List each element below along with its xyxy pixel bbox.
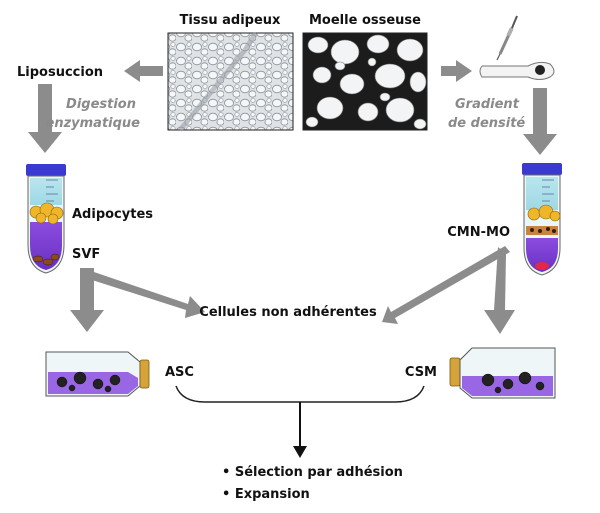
label-asc: ASC [165, 365, 194, 380]
arrow-cmnmo-to-nonadherent [382, 246, 510, 324]
tube-bone-marrow [522, 163, 562, 276]
label-gradient: Gradient [455, 97, 520, 112]
label-adipocytes: Adipocytes [72, 207, 153, 222]
arrow-digestion [28, 84, 62, 153]
arrow-gradient [523, 88, 557, 155]
bracket-curve [175, 385, 425, 403]
label-digestion: Digestion [66, 97, 136, 112]
flask-csm [449, 347, 556, 399]
label-de-densite: de densité [448, 116, 525, 131]
step-expansion: • Expansion [222, 487, 310, 502]
arrow-svf-to-nonadherent [92, 272, 205, 318]
label-moelle-osseuse: Moelle osseuse [309, 13, 421, 28]
step-selection: • Sélection par adhésion [222, 465, 403, 480]
label-cmn-mo: CMN-MO [447, 225, 510, 240]
label-svf: SVF [72, 247, 100, 262]
arrow-down-head [293, 446, 307, 458]
label-cellules-non-adherentes: Cellules non adhérentes [199, 305, 377, 320]
arrow-to-gradient [441, 60, 472, 82]
tube-adipose [26, 164, 66, 274]
arrow-cmnmo-to-flask [484, 247, 515, 334]
label-liposuccion: Liposuccion [17, 65, 103, 80]
flask-asc [45, 351, 150, 397]
bone-syringe-icon [479, 15, 555, 80]
label-tissu-adipeux: Tissu adipeux [180, 13, 281, 28]
label-csm: CSM [405, 365, 437, 380]
micrograph-adipose [167, 31, 294, 132]
arrow-svf-to-flask [70, 268, 104, 332]
arrow-to-liposuccion [124, 60, 163, 82]
micrograph-bone-marrow [302, 32, 428, 131]
label-enzymatique: enzymatique [46, 116, 141, 131]
